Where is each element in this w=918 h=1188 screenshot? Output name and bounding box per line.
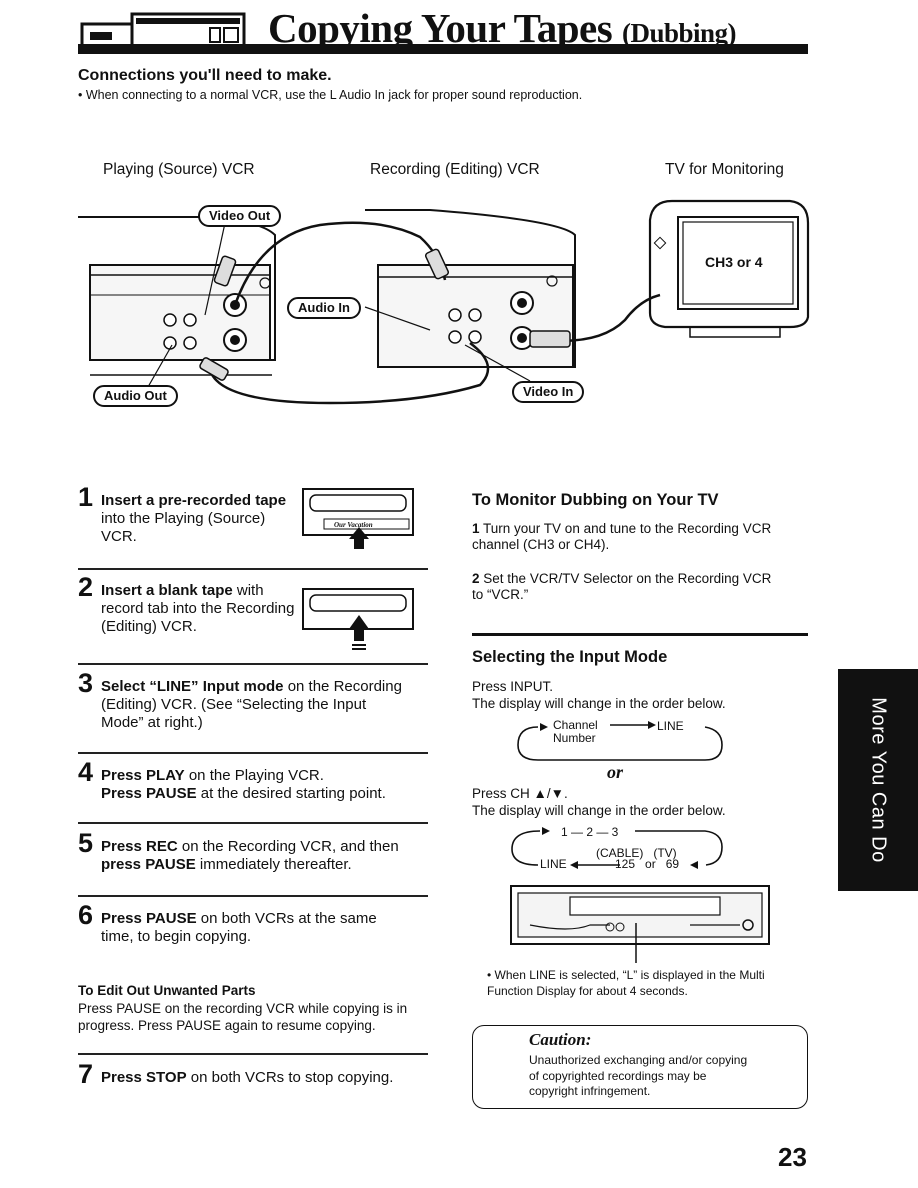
edit-out-heading: To Edit Out Unwanted Parts	[78, 983, 256, 998]
tv-label: TV for Monitoring	[665, 161, 784, 178]
input-cycle-diagram-2	[511, 827, 723, 869]
tv-illustration	[648, 199, 810, 338]
step-5-number: 5	[78, 828, 94, 858]
edit-out-text: Press PAUSE on the recording VCR while c…	[78, 1001, 408, 1033]
connections-heading: Connections you'll need to make.	[78, 67, 332, 84]
divider	[78, 663, 428, 665]
monitor-item-2: 2 Set the VCR/TV Selector on the Recordi…	[472, 571, 772, 602]
caution-box: Caution: Unauthorized exchanging and/or …	[472, 1025, 808, 1109]
step-1-number: 1	[78, 482, 94, 512]
line-selected-note: • When LINE is selected, “L” is displaye…	[487, 968, 765, 998]
cycle-line: LINE	[657, 719, 684, 733]
tv-screen-text: CH3 or 4	[705, 254, 763, 270]
step-2: 2 Insert a blank tape with record tab in…	[78, 572, 295, 636]
audio-in-callout: Audio In	[287, 297, 361, 319]
playing-vcr-illustration	[78, 216, 276, 376]
cycle-channel: Channel	[553, 718, 598, 732]
input-cycle-diagram-1	[517, 721, 723, 761]
divider	[78, 1053, 428, 1055]
divider	[78, 568, 428, 570]
step-4: 4 Press PLAY on the Playing VCR. Press P…	[78, 757, 386, 803]
or-text: or	[607, 762, 624, 782]
video-in-callout: Video In	[512, 381, 585, 403]
divider	[78, 752, 428, 754]
step-2-number: 2	[78, 572, 94, 602]
title-rule	[78, 44, 808, 54]
step-1: 1 Insert a pre-recorded tape into the Pl…	[78, 482, 287, 546]
monitor-item-1: 1 Turn your TV on and tune to the Record…	[472, 521, 772, 552]
cycle-ends: 125 or 69	[615, 857, 680, 871]
vcr-front-panel-illustration	[510, 885, 770, 963]
order-text-2: The display will change in the order bel…	[472, 803, 726, 818]
divider	[78, 895, 428, 897]
video-out-callout: Video Out	[198, 205, 282, 227]
step-7-number: 7	[78, 1059, 94, 1089]
audio-out-callout: Audio Out	[93, 385, 178, 407]
section-rule	[472, 633, 808, 636]
step-7: 7 Press STOP on both VCRs to stop copyin…	[78, 1059, 394, 1089]
step-5: 5 Press REC on the Recording VCR, and th…	[78, 828, 399, 874]
step-6: 6 Press PAUSE on both VCRs at the same t…	[78, 900, 377, 946]
connections-note: • When connecting to a normal VCR, use t…	[78, 88, 583, 102]
divider	[78, 822, 428, 824]
cycle-number: Number	[553, 731, 596, 745]
recording-vcr-label: Recording (Editing) VCR	[370, 161, 540, 178]
cycle-sequence: 1 — 2 — 3	[561, 825, 619, 839]
step-4-number: 4	[78, 757, 94, 787]
order-text-1: The display will change in the order bel…	[472, 696, 726, 711]
press-ch-text: Press CH ▲/▼.	[472, 786, 568, 801]
step-6-number: 6	[78, 900, 94, 930]
cycle-cable-tv: (CABLE) (TV)	[596, 846, 677, 860]
step-3-number: 3	[78, 668, 94, 698]
side-tab: More You Can Do	[838, 669, 918, 891]
step-3: 3 Select “LINE” Input mode on the Record…	[78, 668, 402, 732]
cycle-line-2: LINE	[540, 857, 567, 871]
page-title: Copying Your Tapes (Dubbing)	[268, 5, 737, 51]
input-mode-heading: Selecting the Input Mode	[472, 648, 668, 666]
page-number: 23	[778, 1142, 807, 1172]
cassette-blank-icon	[302, 588, 414, 650]
cassette-recorded-icon	[302, 488, 414, 549]
cassette-label: Our Vacation	[334, 521, 373, 529]
caution-text: Unauthorized exchanging and/or copying o…	[529, 1053, 748, 1098]
two-vcr-icon	[80, 12, 246, 48]
caution-title: Caution:	[529, 1030, 592, 1049]
playing-vcr-label: Playing (Source) VCR	[103, 161, 255, 178]
monitor-heading: To Monitor Dubbing on Your TV	[472, 491, 719, 509]
connection-diagram	[78, 199, 810, 405]
press-input-text: Press INPUT.	[472, 679, 554, 694]
